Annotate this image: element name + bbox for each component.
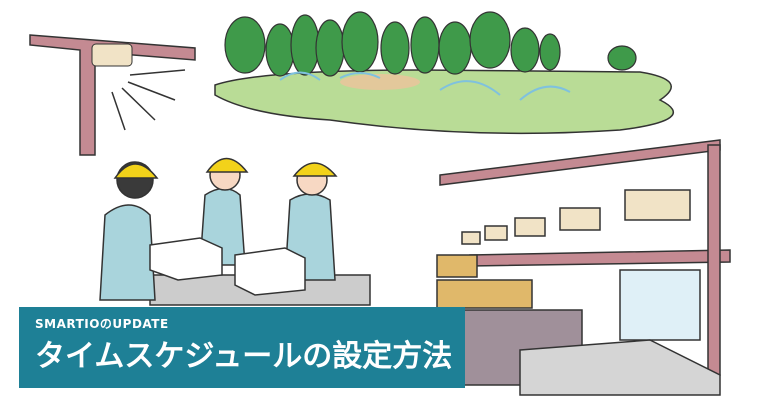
wall-light [29, 34, 196, 156]
banner-subtitle: SMARTIOのUPDATE [35, 317, 169, 331]
warehouse [436, 139, 731, 396]
workers [99, 157, 371, 306]
banner-title: タイムスケジュールの設定方法 [35, 339, 453, 374]
park-scene [214, 11, 674, 135]
title-banner: SMARTIOのUPDATE タイムスケジュールの設定方法 [19, 307, 465, 388]
